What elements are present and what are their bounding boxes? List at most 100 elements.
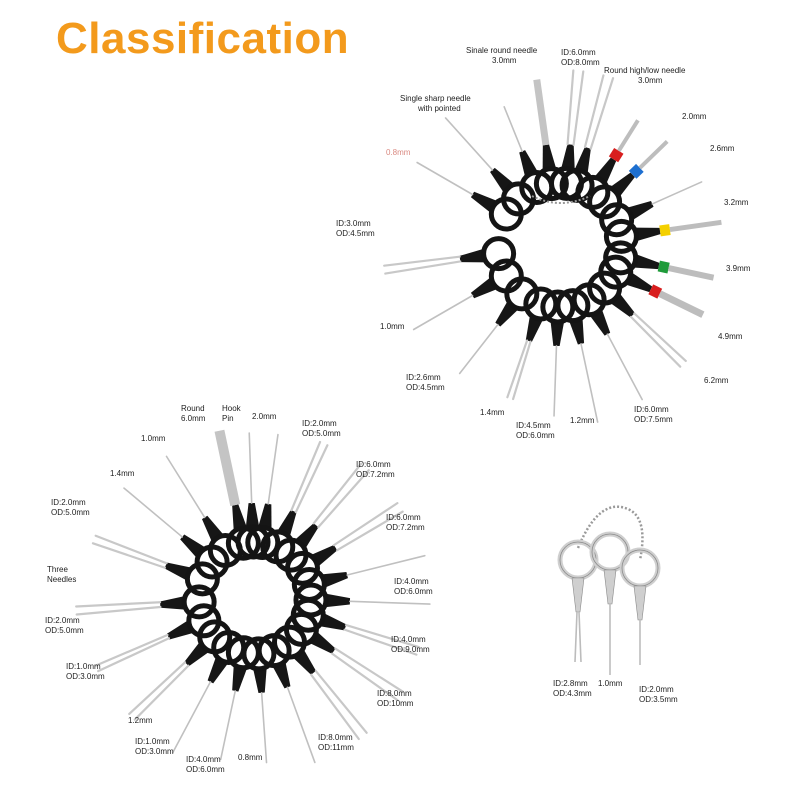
tool-needle: [580, 342, 599, 423]
tool-ring: [186, 603, 222, 639]
removal-tool: [245, 433, 281, 561]
tool-handle: [323, 593, 351, 608]
removal-tool: [260, 440, 329, 565]
tool-handle: [550, 319, 565, 347]
tool-needle: [286, 686, 316, 764]
tool-fork-prong: [566, 69, 575, 146]
tool-fork-prong: [312, 462, 363, 525]
tool-color-cap: [608, 147, 624, 163]
tool-needle: [503, 106, 523, 153]
removal-tool: [587, 140, 669, 220]
tool-ring: [501, 181, 537, 217]
page-title: Classification: [56, 14, 350, 63]
tool-fork-prong: [75, 605, 162, 616]
top-label-1.0mm: 1.0mm: [380, 322, 405, 331]
tool-handle: [293, 523, 319, 550]
removal-tool: [273, 462, 370, 573]
tool-ring: [559, 167, 595, 203]
tool-handle: [633, 227, 661, 242]
tool-needle: [416, 161, 474, 196]
bottom-label-1.0mm: 1.0mm: [141, 434, 166, 443]
removal-tool: [444, 117, 537, 217]
tool-handle: [184, 640, 211, 667]
tool-handle: [245, 502, 260, 530]
tool-ring: [603, 218, 639, 254]
removal-tool: [506, 286, 559, 401]
small-label-1.0mm: 1.0mm: [598, 679, 623, 688]
tool-fork-prong: [133, 664, 190, 721]
tool-tube: [667, 265, 715, 281]
tool-ring: [599, 202, 635, 238]
tool-ring: [181, 584, 217, 620]
tool-flat-blade: [533, 79, 550, 146]
tool-tube: [617, 119, 640, 152]
tool-handle: [490, 167, 516, 194]
tool-needle: [248, 432, 253, 504]
tool-needle: [172, 681, 212, 754]
removal-tool: [94, 603, 222, 673]
tool-flat-blade: [214, 429, 241, 507]
tool-ring: [184, 561, 220, 597]
bottom-label-1.2mm: 1.2mm: [128, 716, 153, 725]
tool-handle: [160, 595, 187, 610]
bottom-label-2mm: 2.0mm: [252, 412, 277, 421]
tool-fork-prong: [94, 633, 169, 667]
tool-fork-prong: [383, 255, 461, 267]
tool-ring: [533, 166, 569, 202]
tool-handle: [257, 503, 272, 531]
tool-handle: [232, 504, 248, 532]
tool-needle: [553, 345, 558, 417]
tool-ring: [540, 289, 576, 325]
small-tool-kit: [557, 505, 661, 675]
tool-fork-prong: [128, 661, 187, 716]
removal-tool: [172, 629, 247, 754]
tool-fork-prong: [578, 611, 582, 663]
metal-removal-tool: [557, 539, 599, 663]
tool-ring: [488, 258, 524, 294]
tool-fork-prong: [506, 339, 529, 399]
tool-ring: [225, 635, 261, 671]
top-label-0.8mm: 0.8mm: [386, 148, 411, 157]
tool-fork-prong: [344, 623, 420, 649]
tool-ring: [245, 525, 281, 561]
tool-needle: [267, 433, 279, 505]
top-label-2.6mm: 2.6mm: [710, 144, 735, 153]
bottom-label-0.8mm: 0.8mm: [238, 753, 263, 762]
tool-fork-prong: [91, 542, 167, 569]
tool-fork-prong: [334, 647, 404, 693]
tool-needle: [444, 117, 494, 171]
bottom-label-1.4mm: 1.4mm: [110, 469, 135, 478]
tool-tube: [638, 140, 669, 170]
top-label-1.4mm: 1.4mm: [480, 408, 505, 417]
removal-tool: [75, 584, 217, 620]
top-label-6.2mm: 6.2mm: [704, 376, 729, 385]
removal-tool: [599, 181, 703, 238]
tool-ring: [481, 236, 517, 272]
top-label-3.9mm: 3.9mm: [726, 264, 751, 273]
removal-tool: [284, 502, 404, 586]
tool-handle: [180, 534, 207, 560]
tool-fork-prong: [75, 601, 162, 608]
tool-fork-prong: [512, 340, 532, 401]
tool-fork-prong: [336, 510, 404, 552]
tool-fork-prong: [629, 315, 682, 368]
tool-needle: [606, 333, 643, 401]
tool-handle: [633, 585, 647, 621]
tool-fork-prong: [330, 652, 399, 702]
bottom-tool-kit: [75, 429, 431, 764]
tool-needle: [219, 690, 237, 761]
tool-fork-prong: [574, 611, 578, 663]
tool-tube: [669, 219, 722, 233]
tool-handle: [560, 144, 575, 172]
top-label-1.2mm: 1.2mm: [570, 416, 595, 425]
tool-handle: [320, 571, 348, 589]
tool-needle: [651, 181, 703, 205]
tool-ring: [523, 286, 559, 322]
